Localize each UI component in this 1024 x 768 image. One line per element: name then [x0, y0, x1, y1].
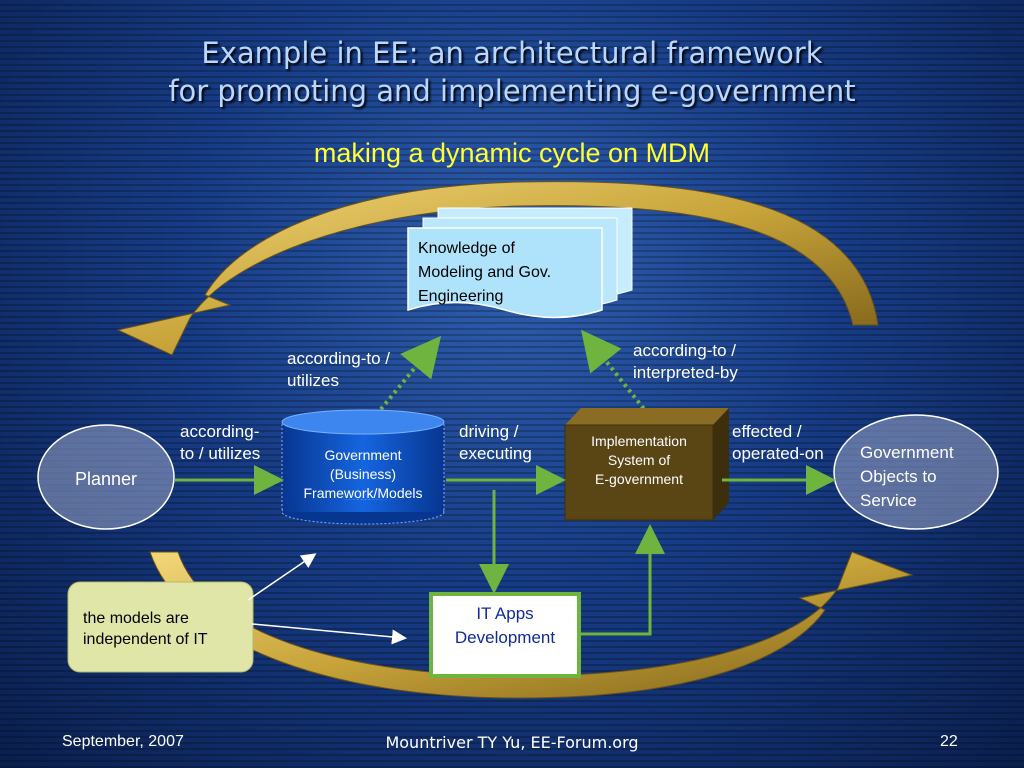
slide-title: Example in EE: an architectural framewor… — [0, 34, 1024, 110]
edge-label-according-utilizes-left: according- to / utilizes — [180, 422, 261, 463]
knowledge-label: Knowledge of Modeling and Gov. Engineeri… — [418, 240, 552, 305]
itapps-box — [429, 592, 581, 678]
implementation-box — [564, 408, 729, 521]
footer-page-number: 22 — [940, 733, 958, 750]
note-label: the models are independent of IT — [83, 610, 208, 648]
arrow-itapps-to-implementation — [580, 524, 665, 636]
top-cycle-arrow — [116, 181, 879, 356]
framework-cylinder — [281, 409, 445, 525]
note-box — [67, 581, 254, 673]
edge-label-driving: driving / executing — [459, 422, 532, 463]
footer-date: September, 2007 — [62, 733, 184, 750]
note-pointer-right — [251, 623, 407, 645]
framework-label: Government (Business) Framework/Models — [303, 447, 423, 501]
itapps-label: IT Apps Development — [454, 604, 556, 647]
note-pointer-up — [247, 553, 317, 601]
slide-subtitle: making a dynamic cycle on MDM — [313, 138, 711, 168]
edge-label-according-interpreted: according-to / interpreted-by — [633, 341, 738, 382]
title-line-2: for promoting and implementing e-governm… — [168, 74, 856, 108]
dotted-arrow-knowledge-framework — [370, 335, 442, 422]
objects-label: Government Objects to Service — [860, 443, 954, 510]
edge-label-effected: effected / operated-on — [732, 422, 824, 463]
title-line-1: Example in EE: an architectural framewor… — [201, 36, 823, 70]
knowledge-document-stack — [407, 207, 633, 319]
edge-label-according-utilizes-top: according-to / utilizes — [287, 349, 390, 390]
bottom-cycle-arrow — [149, 551, 914, 699]
dotted-arrow-knowledge-implementation — [581, 329, 650, 416]
planner-label: Planner — [74, 469, 138, 489]
footer-author: Mountriver TY Yu, EE-Forum.org — [385, 733, 639, 752]
implementation-label: Implementation System of E-government — [591, 433, 687, 487]
planner-ellipse — [37, 424, 175, 530]
